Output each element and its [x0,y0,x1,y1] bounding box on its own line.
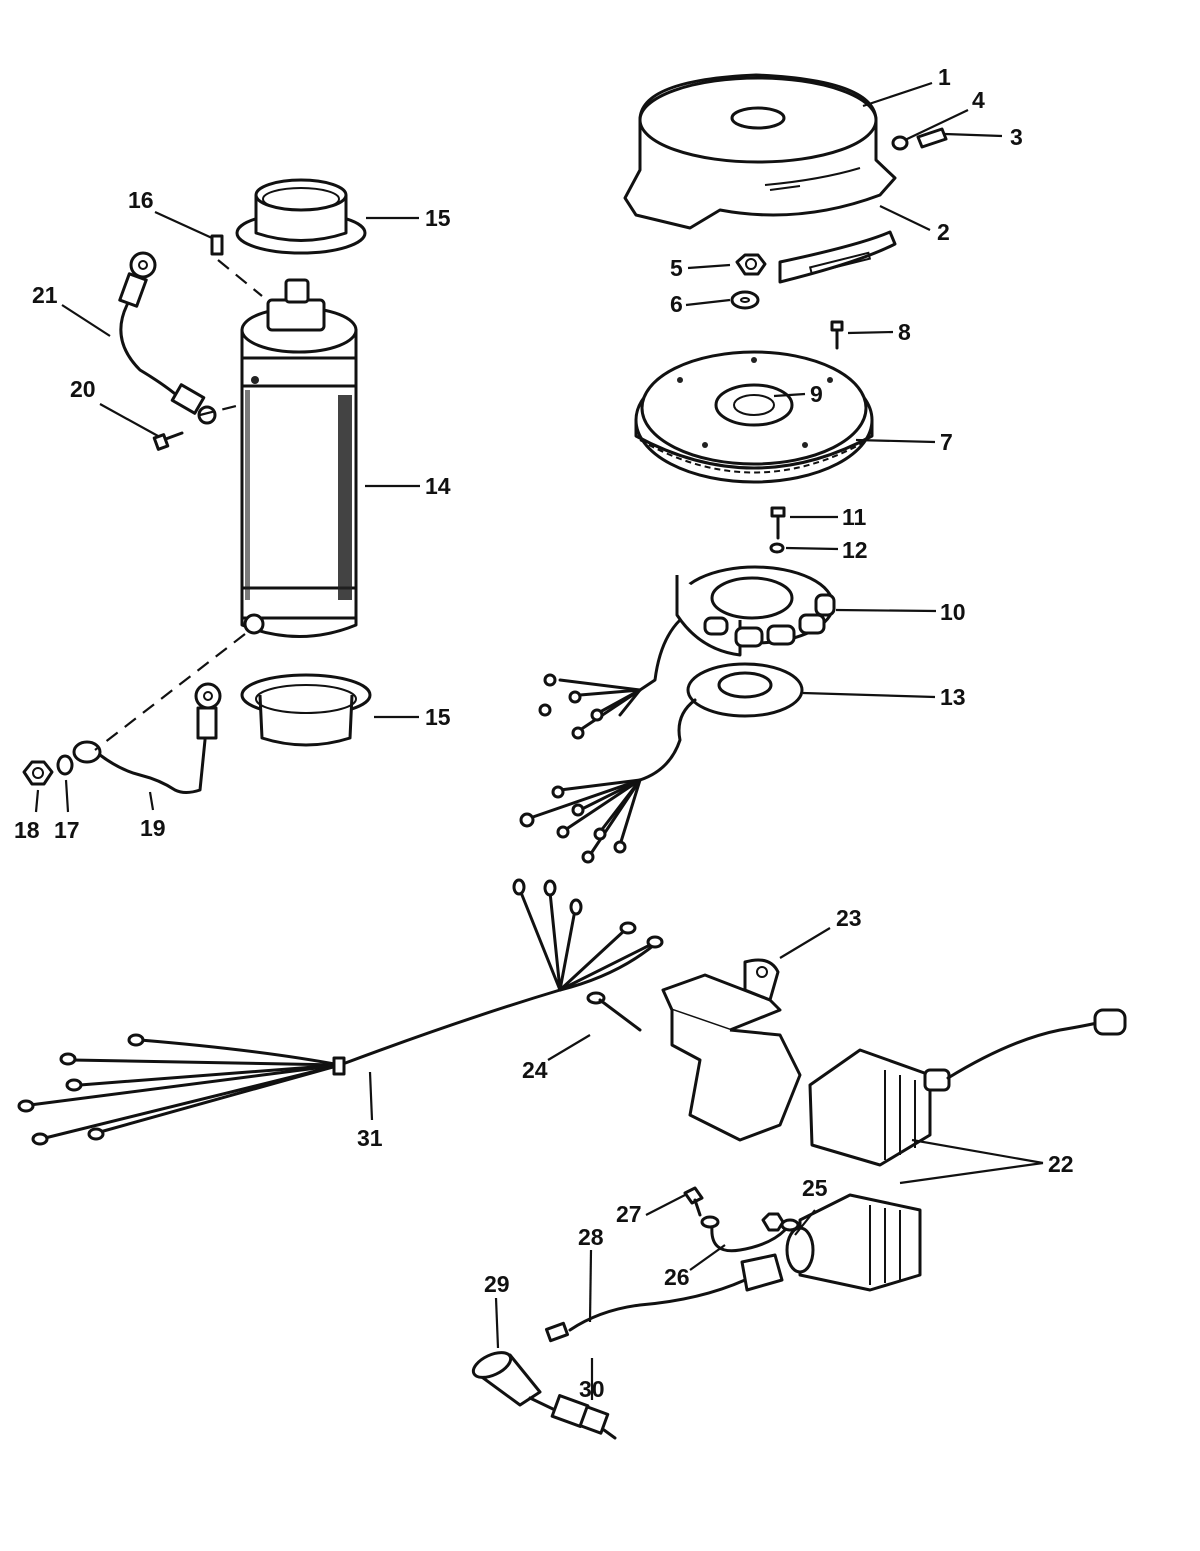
screw-3 [916,127,948,149]
callout-26: 26 [664,1264,690,1290]
washer-4 [891,135,909,151]
ignition-coil-lower [785,1193,922,1292]
assembly-line-clip [217,259,263,297]
bushing-lower [240,673,372,747]
callout-28: 28 [578,1224,604,1250]
callout-11: 11 [842,504,867,530]
callout-9: 9 [810,381,823,407]
callout-21: 21 [32,282,58,308]
leader-lines [34,81,1044,1400]
callout-24: 24 [522,1057,548,1083]
callout-25: 25 [802,1175,828,1201]
callout-12: 12 [842,537,868,563]
bushing-upper [235,178,367,255]
battery-cable-upper [118,251,217,425]
screw-27 [683,1186,704,1217]
lock-washer [56,754,74,776]
bolt-11 [770,506,786,540]
callout-29: 29 [484,1271,510,1297]
ground-wire [700,1215,800,1253]
callout-labels: 1 2 3 4 5 6 7 8 9 10 11 12 13 14 15 15 1… [14,64,1074,1402]
callout-23: 23 [836,905,862,931]
callout-18: 18 [14,817,40,843]
callout-8: 8 [898,319,911,345]
nut-25 [761,1212,785,1232]
stator [675,565,836,657]
callout-5: 5 [670,255,683,281]
washer-12 [769,542,785,554]
callout-10: 10 [940,599,966,625]
callout-4: 4 [972,87,985,113]
callout-2: 2 [937,219,950,245]
nut [22,760,54,786]
trigger [686,662,804,718]
bolt-8 [830,320,844,350]
callout-1: 1 [938,64,951,90]
callout-15-lower: 15 [425,704,451,730]
assembly-line-ground [94,633,246,751]
callout-17: 17 [54,817,80,843]
callout-13: 13 [940,684,966,710]
flywheel [634,350,874,484]
spark-plug-boot [471,1351,542,1407]
callout-16: 16 [128,187,154,213]
screw [152,431,184,451]
callout-31: 31 [357,1125,383,1151]
callout-19: 19 [140,815,166,841]
callout-14: 14 [425,473,451,499]
callout-7: 7 [940,429,953,455]
mounting-bracket [778,230,897,284]
washer-6 [730,290,760,310]
starter-motor [240,278,358,638]
trigger-harness [519,698,697,864]
callout-20: 20 [70,376,96,402]
spark-plug [528,1394,617,1440]
callout-15-upper: 15 [425,205,451,231]
flywheel-cover [623,73,897,230]
callout-30: 30 [579,1376,605,1402]
ground-cable [72,682,222,794]
callout-22: 22 [1048,1151,1074,1177]
wiring-harness [17,878,664,1146]
nut-5 [735,253,767,276]
clip [210,234,224,256]
ignition-coil-upper [808,1008,1127,1167]
stator-harness [538,618,682,740]
callout-27: 27 [616,1201,642,1227]
callout-3: 3 [1010,124,1023,150]
assembly-line-screw [199,403,241,417]
screw-24 [586,991,642,1032]
coil-bracket [661,958,802,1142]
callout-6: 6 [670,291,683,317]
